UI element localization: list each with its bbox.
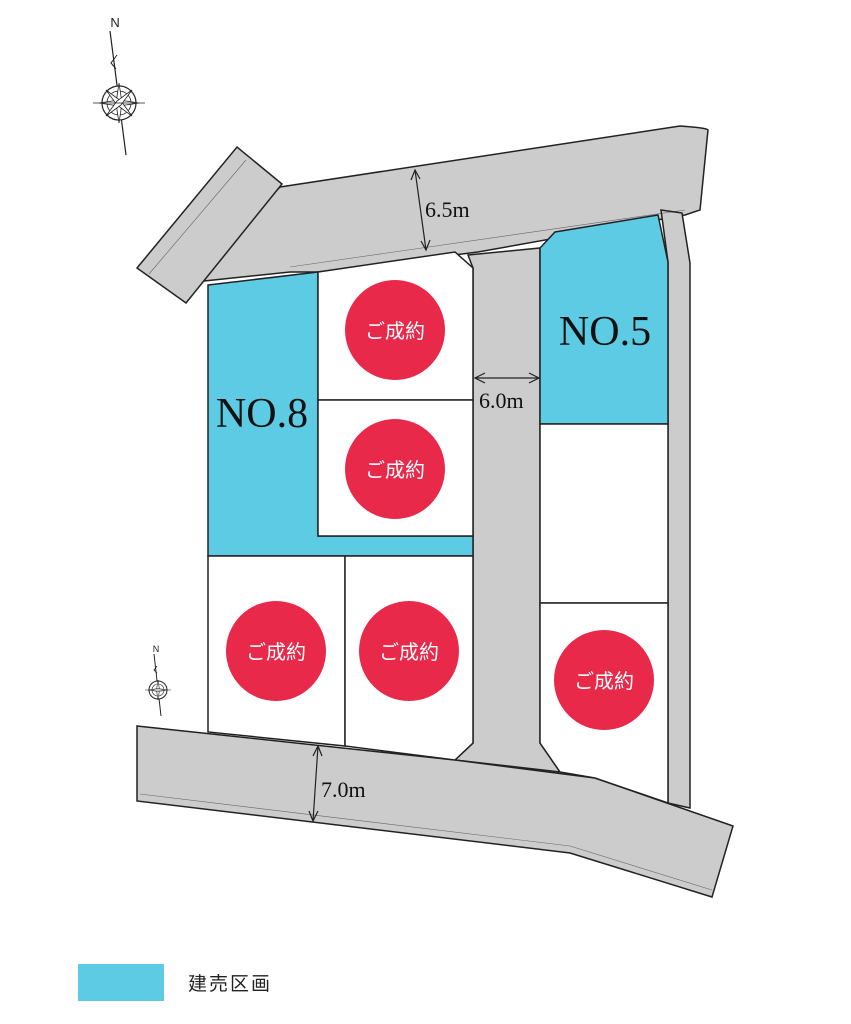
north-road-width-label: 6.5m bbox=[425, 197, 470, 222]
northwest-road bbox=[135, 145, 284, 305]
compass-north-label: N bbox=[110, 15, 119, 30]
sold-badge-label: ご成約 bbox=[365, 319, 425, 343]
legend-swatch bbox=[78, 964, 164, 1001]
small-compass-north-label: N bbox=[153, 644, 160, 654]
sold-badge: ご成約 bbox=[345, 419, 445, 519]
sold-badge-label: ご成約 bbox=[574, 669, 634, 693]
north-road-dimension bbox=[410, 168, 431, 252]
sold-badge-label: ご成約 bbox=[365, 458, 425, 482]
sold-badge-label: ご成約 bbox=[379, 640, 439, 664]
south-road-width-label: 7.0m bbox=[321, 777, 366, 802]
road-edge-ticks bbox=[139, 159, 713, 891]
lot-no8-label: NO.8 bbox=[216, 391, 308, 437]
south-road-dimension bbox=[308, 744, 323, 823]
legend-label: 建売区画 bbox=[188, 973, 273, 995]
sold-badge: ご成約 bbox=[554, 630, 654, 730]
compass-rose-icon: N bbox=[93, 15, 145, 156]
lot-no5-label: NO.5 bbox=[559, 309, 651, 355]
south-road bbox=[136, 725, 734, 898]
center-road-width-label: 6.0m bbox=[479, 388, 524, 413]
sold-badge: ご成約 bbox=[226, 601, 326, 701]
lot-unlabeled[interactable] bbox=[539, 423, 669, 604]
sold-badge: ご成約 bbox=[359, 601, 459, 701]
sold-badge-label: ご成約 bbox=[246, 640, 306, 664]
legend: 建売区画 bbox=[78, 964, 272, 1001]
small-compass-rose-icon: N bbox=[145, 644, 171, 717]
sold-badge: ご成約 bbox=[345, 280, 445, 380]
center-road-dimension bbox=[473, 372, 541, 384]
